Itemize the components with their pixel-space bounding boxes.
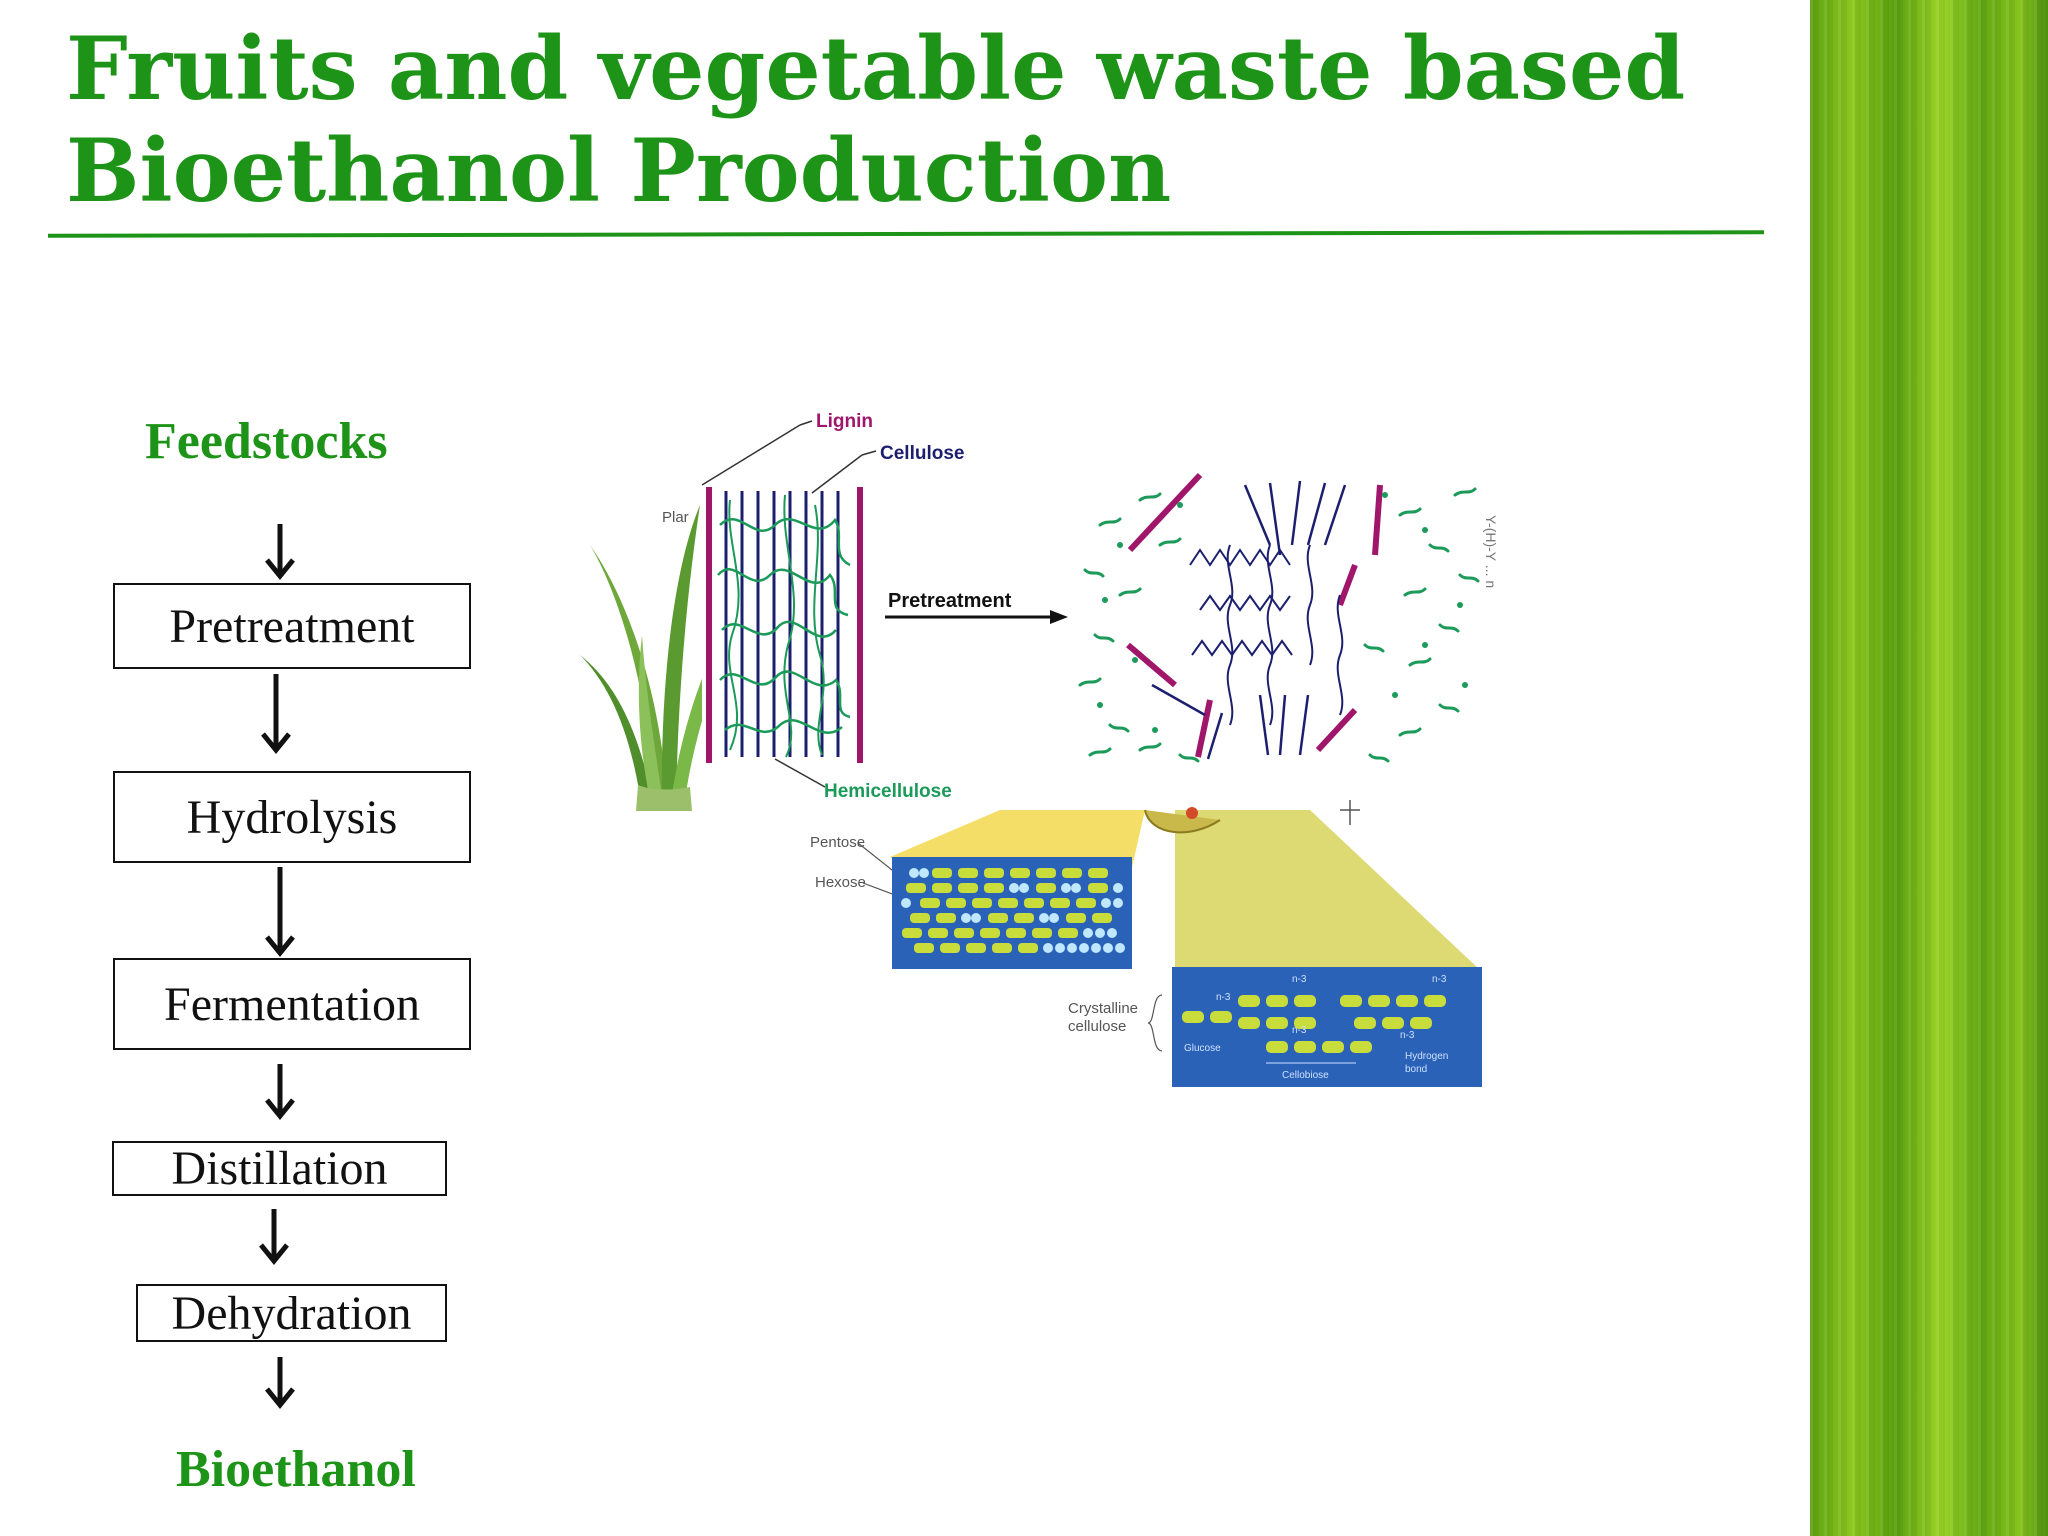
step-distillation: Distillation <box>112 1141 447 1196</box>
n3-label-2: n-3 <box>1432 974 1447 985</box>
arrow-down-4 <box>265 1064 295 1120</box>
n3-label-4: n-3 <box>1292 1025 1307 1036</box>
step-hydrolysis: Hydrolysis <box>113 771 471 863</box>
hydrogen-bond-label-1: Hydrogen <box>1405 1051 1448 1062</box>
flow-end-bioethanol: Bioethanol <box>176 1441 416 1498</box>
step-dehydration: Dehydration <box>136 1284 447 1342</box>
crystalline-label-line2: cellulose <box>1068 1018 1126 1035</box>
flow-start-feedstocks: Feedstocks <box>145 413 388 470</box>
hemicellulose-leader-line <box>774 758 826 788</box>
arrow-down-1 <box>265 524 295 580</box>
hemicellulose-label: Hemicellulose <box>824 781 952 802</box>
lignin-leader-line <box>701 424 801 486</box>
hemicellulose-sugar-panel: Pentose Hexose <box>810 834 1132 969</box>
title-underline <box>47 230 1765 238</box>
hydrogen-bond-label-2: bond <box>1405 1064 1427 1075</box>
pretreated-structure: Y-(H)-Y ... n <box>1078 472 1499 763</box>
decorative-green-texture <box>1810 0 2048 1536</box>
step-fermentation: Fermentation <box>113 958 471 1050</box>
title-line-2: Bioethanol Production <box>66 119 1172 222</box>
cell-wall-block: Plar <box>662 487 863 807</box>
cellobiose-label: Cellobiose <box>1282 1070 1329 1081</box>
plant-label-partial: Plar <box>662 509 689 526</box>
pretreatment-arrow-label: Pretreatment <box>888 590 1012 612</box>
glucose-label: Glucose <box>1184 1043 1221 1054</box>
n3-label-1: n-3 <box>1292 974 1307 985</box>
lignocellulose-diagram: Plar Lignin Cellulose Hemicellulose Pret… <box>580 411 1499 1087</box>
hexose-label: Hexose <box>815 874 866 891</box>
svg-text:Y-(H)-Y ... n: Y-(H)-Y ... n <box>1483 515 1499 588</box>
n3-label-3: n-3 <box>1216 992 1231 1003</box>
step-pretreatment: Pretreatment <box>113 583 471 669</box>
arrow-down-5 <box>259 1209 289 1265</box>
arrow-down-6 <box>265 1357 295 1409</box>
cellulose-label: Cellulose <box>880 443 964 464</box>
title-line-1: Fruits and vegetable waste based <box>66 17 1686 120</box>
arrow-down-2 <box>261 674 291 754</box>
cellulose-leader-line <box>811 454 863 494</box>
decorative-green-bar <box>1810 0 2048 1536</box>
n3-label-5: n-3 <box>1400 1030 1415 1041</box>
crystalline-cellulose-panel: Crystalline cellulose n-3 n-3 n-3 n-3 n-… <box>1068 967 1482 1087</box>
arrow-down-3 <box>265 867 295 957</box>
lignin-label: Lignin <box>816 411 873 432</box>
slide-title: Fruits and vegetable waste based Bioetha… <box>66 18 1766 222</box>
pentose-label: Pentose <box>810 834 865 851</box>
crystalline-label-line1: Crystalline <box>1068 1000 1138 1017</box>
